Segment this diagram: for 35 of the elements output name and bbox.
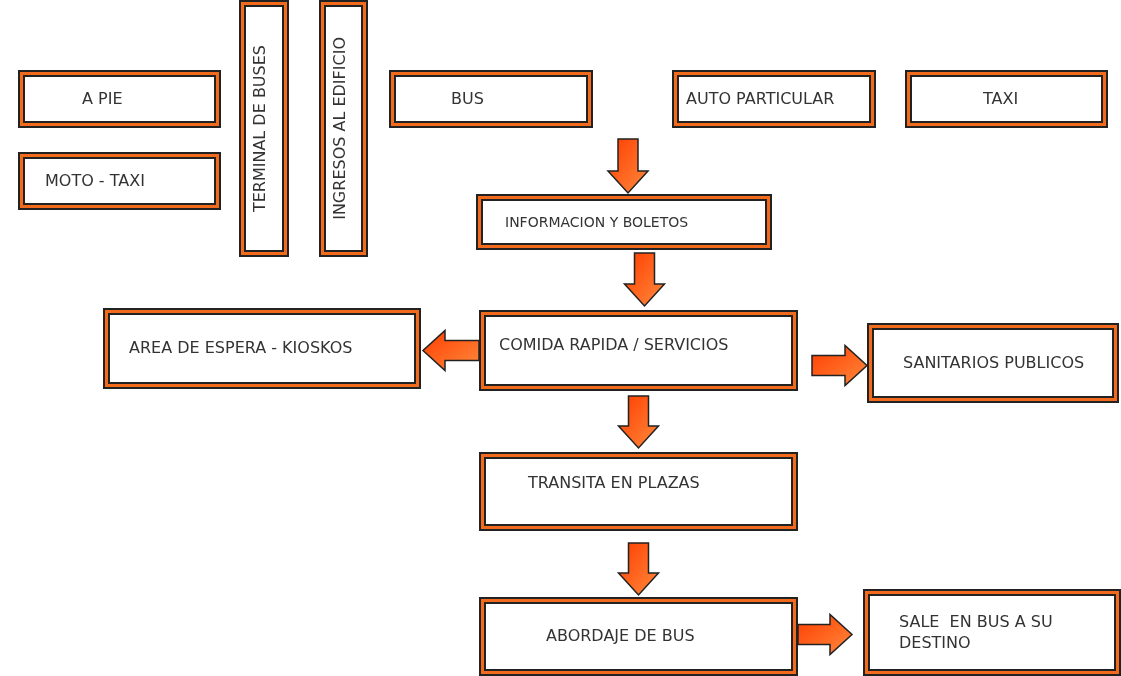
node-label: AREA DE ESPERA - KIOSKOS xyxy=(129,338,353,359)
process-box xyxy=(672,70,876,128)
process-box xyxy=(389,70,593,128)
block-arrow xyxy=(797,612,854,657)
block-arrow xyxy=(811,343,869,388)
node-label: TRANSITA EN PLAZAS xyxy=(528,473,700,494)
process-box xyxy=(479,310,798,391)
node-label: ABORDAJE DE BUS xyxy=(546,626,695,647)
node-label: TAXI xyxy=(983,88,1019,110)
process-box xyxy=(476,194,772,250)
node-label: MOTO - TAXI xyxy=(45,170,145,192)
process-box xyxy=(479,597,798,676)
node-label: INGRESOS AL EDIFICIO xyxy=(329,37,350,220)
node-label: A PIE xyxy=(82,88,123,110)
block-arrow xyxy=(616,542,661,597)
node-label: INFORMACION Y BOLETOS xyxy=(505,212,689,232)
process-box xyxy=(867,323,1119,403)
block-arrow xyxy=(606,138,650,195)
process-box xyxy=(479,452,798,531)
node-label: BUS xyxy=(451,88,484,110)
node-label: COMIDA RAPIDA / SERVICIOS xyxy=(499,335,729,356)
process-box xyxy=(863,589,1121,676)
node-label: AUTO PARTICULAR xyxy=(686,88,835,110)
node-label: SALE EN BUS A SU DESTINO xyxy=(899,611,1054,654)
vertical-label-box xyxy=(319,0,368,257)
vertical-label-box xyxy=(239,0,289,257)
block-arrow xyxy=(616,395,661,450)
block-arrow xyxy=(421,328,480,373)
node-label: SANITARIOS PUBLICOS xyxy=(903,352,1085,374)
process-box xyxy=(905,70,1108,128)
process-box xyxy=(103,308,421,389)
block-arrow xyxy=(622,252,667,308)
node-label: TERMINAL DE BUSES xyxy=(250,44,270,213)
process-box xyxy=(18,70,221,128)
process-box xyxy=(18,152,221,210)
